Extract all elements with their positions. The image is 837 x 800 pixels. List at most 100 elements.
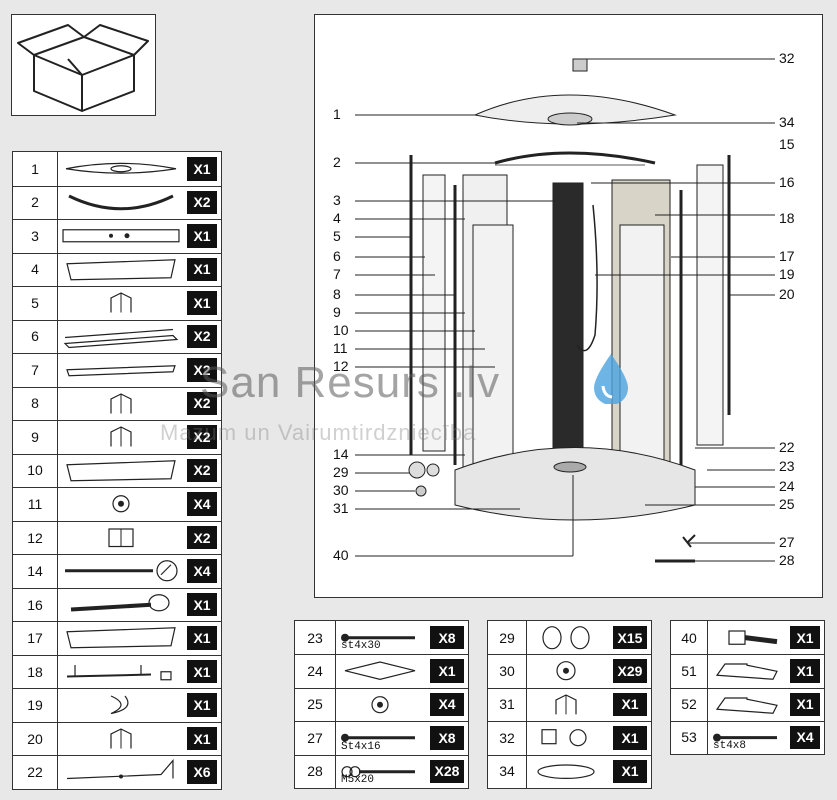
washer-part-icon	[526, 654, 606, 687]
callout-label: 3	[333, 192, 341, 208]
part-number: 3	[13, 219, 58, 253]
callout-label: 6	[333, 248, 341, 264]
callout-label: 19	[779, 266, 795, 282]
part-number: 5	[13, 286, 58, 320]
part-number: 9	[13, 420, 58, 454]
part-number: 24	[295, 654, 336, 688]
roller-part-icon	[57, 487, 185, 521]
quantity-badge: X4	[187, 559, 217, 583]
roller-part-icon	[335, 688, 425, 721]
callout-label: 20	[779, 286, 795, 302]
part-number: 17	[13, 621, 58, 655]
quantity-badge: X15	[613, 626, 647, 650]
drain-part-icon	[707, 621, 787, 654]
screw-part-icon: st4x8	[707, 721, 787, 754]
part-number: 51	[671, 654, 708, 688]
quantity-badge: X1	[187, 659, 217, 684]
quantity-badge: X1	[187, 626, 217, 650]
tray-part-icon	[335, 654, 425, 687]
rain-head-part-icon	[526, 755, 606, 788]
quantity-badge: X2	[187, 190, 217, 215]
bolt-part-icon: M5x20	[335, 755, 425, 788]
part-number: 12	[13, 520, 58, 555]
callout-label: 17	[779, 248, 795, 264]
table-row: 14 X4	[13, 554, 221, 589]
part-number: 14	[13, 554, 58, 588]
callout-label: 22	[779, 439, 795, 455]
table-row: 34 X1	[488, 754, 651, 788]
callout-label: 31	[333, 500, 349, 516]
top-cover-part-icon	[57, 152, 185, 186]
callout-label: 32	[779, 50, 795, 66]
callout-label: 40	[333, 547, 349, 563]
callout-label: 9	[333, 304, 341, 320]
profile-part-icon	[57, 722, 185, 756]
part-number: 27	[295, 721, 336, 755]
handle-part-icon	[57, 521, 185, 555]
quantity-badge: X2	[187, 358, 217, 382]
quantity-badge: X8	[430, 726, 464, 750]
part-number: 53	[671, 720, 708, 754]
part-number: 34	[488, 754, 527, 788]
part-number: 1	[13, 152, 58, 186]
watermark-title: San Resurs .lv	[200, 358, 501, 407]
quantity-badge: X1	[187, 157, 217, 181]
quantity-badge: X2	[187, 425, 217, 449]
part-number: 16	[13, 587, 58, 622]
quantity-badge: X1	[613, 759, 647, 783]
part-size-label: M5x20	[341, 773, 375, 786]
table-row: 5 X1	[13, 286, 221, 321]
table-row: 7 X2	[13, 353, 221, 388]
part-number: 7	[13, 353, 58, 387]
part-number: 10	[13, 453, 58, 488]
glass-panel-part-icon	[57, 454, 185, 488]
table-row: 9 X2	[13, 420, 221, 455]
quantity-badge: X2	[187, 458, 217, 483]
quantity-badge: X1	[187, 592, 217, 617]
callout-label: 34	[779, 114, 795, 130]
callout-label: 11	[333, 340, 348, 356]
watermark-subtitle: Mazum un Vairumtirdzniecība	[160, 420, 477, 445]
quantity-badge: X1	[187, 257, 217, 282]
part-number: 22	[13, 755, 58, 789]
curved-rail-part-icon	[57, 186, 185, 220]
part-number: 19	[13, 688, 58, 722]
profile-part-icon	[57, 420, 185, 454]
quantity-badge: X4	[430, 692, 464, 717]
callout-label: 1	[333, 106, 341, 122]
quantity-badge: X1	[430, 659, 464, 683]
part-number: 2	[13, 185, 58, 220]
part-number: 30	[488, 654, 527, 688]
glass-panel-part-icon	[57, 621, 185, 655]
part-number: 25	[295, 687, 336, 722]
part-number: 52	[671, 687, 708, 721]
top-cover-shape	[473, 94, 677, 125]
clamp-part-icon	[526, 721, 606, 754]
table-row: 2 X2	[13, 185, 221, 221]
callout-label: 25	[779, 496, 795, 512]
profile-part-icon	[526, 688, 606, 721]
callout-label: 2	[333, 154, 341, 170]
part-size-label: st4x30	[341, 640, 381, 653]
table-row: 10 X2	[13, 453, 221, 489]
callout-label: 12	[333, 358, 349, 374]
part-number: 8	[13, 386, 58, 421]
quantity-badge: X1	[187, 291, 217, 315]
table-row: 24 X1	[295, 654, 468, 689]
callout-label: 14	[333, 446, 349, 462]
quantity-badge: X1	[613, 726, 647, 750]
quantity-badge: X1	[613, 692, 647, 717]
callout-label: 4	[333, 210, 341, 226]
